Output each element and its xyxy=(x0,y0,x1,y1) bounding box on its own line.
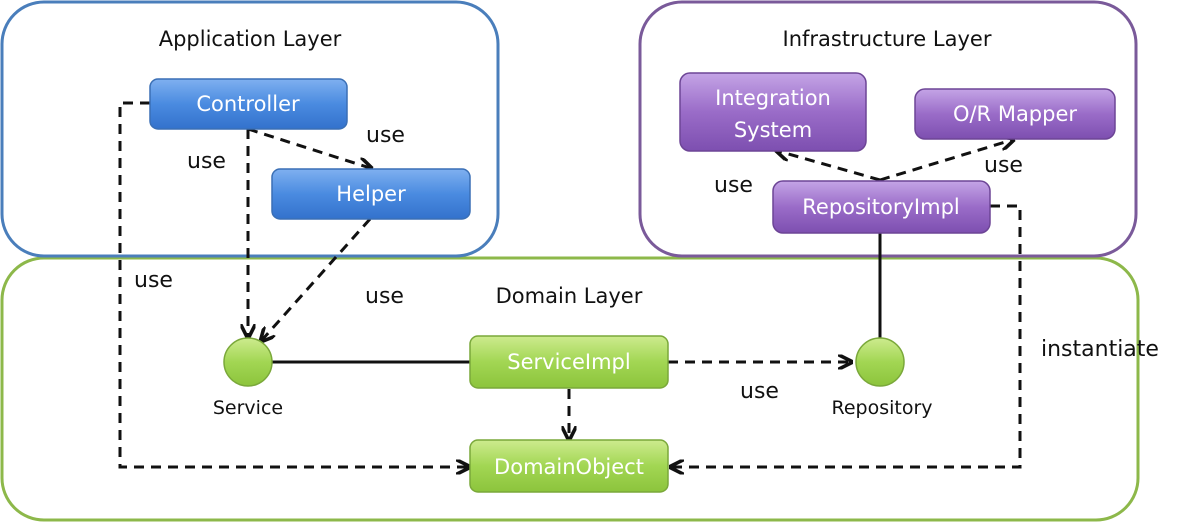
repository-impl-label: RepositoryImpl xyxy=(802,195,959,219)
edge-repoimpl-integration xyxy=(778,151,881,182)
infrastructure-layer-box xyxy=(638,0,1138,258)
domain-object-node xyxy=(469,439,669,493)
edge-controller-domainobject xyxy=(118,101,468,467)
infrastructure-layer-title: Infrastructure Layer xyxy=(783,27,992,51)
or-mapper-node xyxy=(914,88,1116,140)
repository-interface-circle xyxy=(855,337,905,387)
domain-layer-title: Domain Layer xyxy=(496,284,643,308)
edge-repoimpl-domainobject xyxy=(672,204,1022,467)
service-interface-circle xyxy=(223,337,273,387)
controller-node xyxy=(149,78,348,130)
repository-interface-label: Repository xyxy=(831,397,932,419)
label-controller-domainobject: use xyxy=(134,268,173,293)
application-layer-title: Application Layer xyxy=(159,27,342,51)
helper-label: Helper xyxy=(336,182,406,206)
repository-impl-node xyxy=(772,180,991,234)
label-repoimpl-ormapper: use xyxy=(984,153,1023,178)
label-controller-helper: use xyxy=(366,123,405,148)
application-layer-box xyxy=(0,0,500,258)
integration-system-label-line2: System xyxy=(734,118,812,142)
service-impl-node xyxy=(469,335,669,389)
or-mapper-label: O/R Mapper xyxy=(953,102,1077,126)
label-repoimpl-domainobject: instantiate xyxy=(1041,337,1159,362)
helper-node xyxy=(271,168,471,220)
label-controller-service: use xyxy=(187,149,226,174)
domain-object-label: DomainObject xyxy=(494,455,644,479)
controller-label: Controller xyxy=(196,92,300,116)
edge-controller-helper xyxy=(247,127,370,168)
integration-system-node xyxy=(679,72,867,152)
label-helper-service: use xyxy=(365,284,404,309)
service-impl-label: ServiceImpl xyxy=(507,350,630,374)
domain-layer-box xyxy=(0,256,1140,522)
label-serviceimpl-repository: use xyxy=(740,379,779,404)
label-repoimpl-integration: use xyxy=(714,173,753,198)
integration-system-label-line1: Integration xyxy=(715,86,831,110)
service-interface-label: Service xyxy=(213,397,283,419)
edge-helper-service xyxy=(262,218,372,340)
edge-repoimpl-ormapper xyxy=(879,140,1012,182)
